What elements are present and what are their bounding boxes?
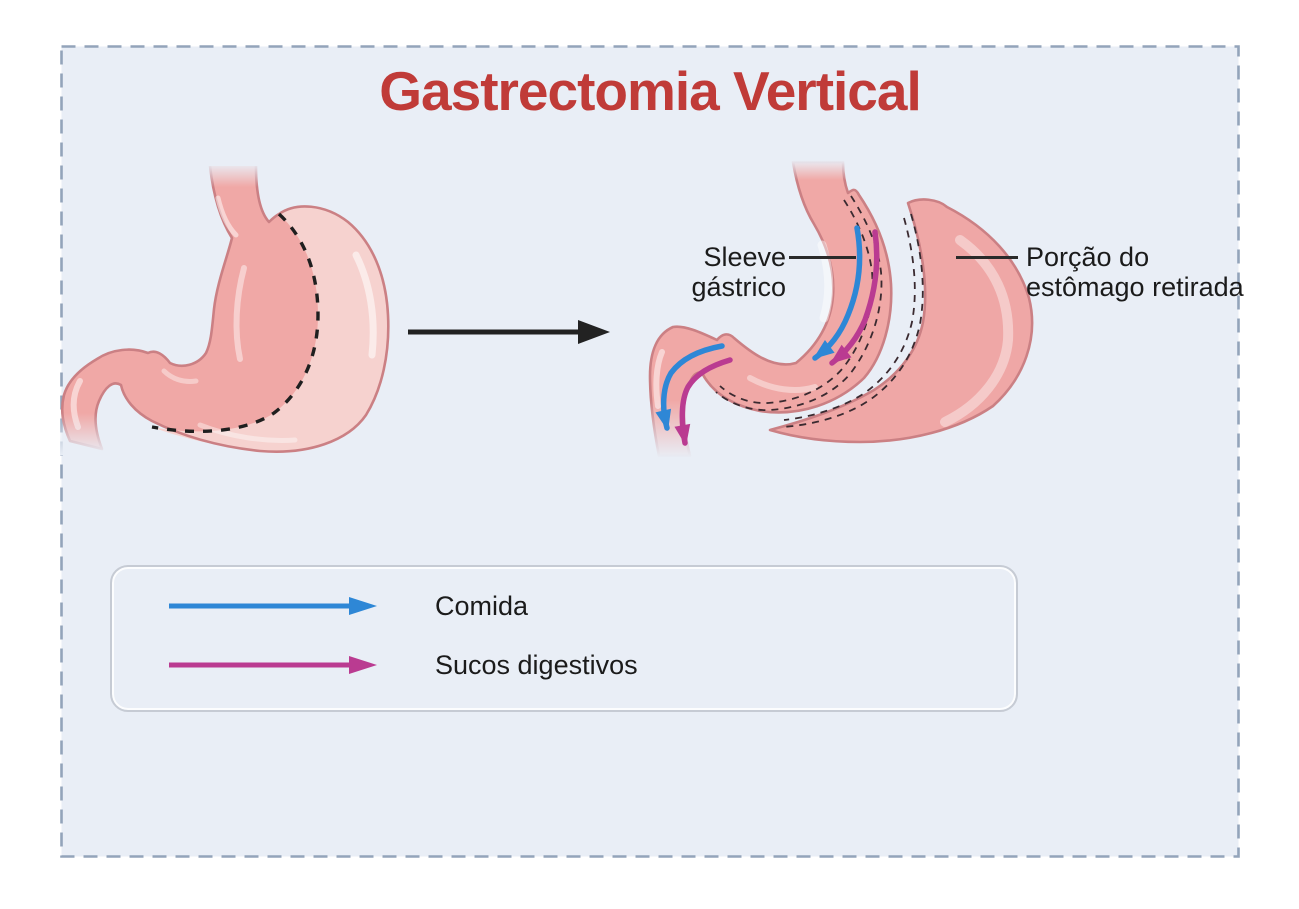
food-arrow-head <box>349 597 377 615</box>
legend-item-juices: Sucos digestivos <box>165 650 638 680</box>
legend-box: Comida Sucos digestivos <box>110 565 1018 712</box>
legend-label-food: Comida <box>435 590 529 621</box>
food-flow-arrow-sleeve <box>812 225 863 361</box>
diagram-panel: Gastrectomia Vertical <box>60 45 1244 858</box>
transition-arrow-icon <box>408 320 610 344</box>
legend-label-juices: Sucos digestivos <box>435 649 638 680</box>
food-flow-arrow-duodenum <box>655 343 725 431</box>
sleeve-esophagus-fade <box>782 160 856 180</box>
removed-crescent-shape <box>768 198 1034 444</box>
stomach-removed-portion-shape <box>152 206 389 452</box>
sleeve-label: Sleeve gástrico <box>691 242 786 303</box>
removed-portion-pointer-line <box>956 256 1018 259</box>
juice-flow-arrow-sleeve <box>829 229 880 366</box>
page-title: Gastrectomia Vertical <box>379 60 922 122</box>
stomach-highlights <box>70 195 377 443</box>
stomach-outline <box>60 165 390 453</box>
duodenum-fade <box>60 413 118 455</box>
juice-arrow-head <box>349 656 377 674</box>
juice-flow-arrow-duodenum <box>674 357 733 446</box>
full-stomach-illustration <box>60 163 390 455</box>
esophagus-fade <box>196 163 270 187</box>
resection-dashed-line <box>151 212 320 434</box>
juice-arrow-icon <box>169 656 377 674</box>
sleeve-pointer-line <box>789 256 856 259</box>
removed-portion-label: Porção do estômago retirada <box>1026 242 1244 303</box>
legend-item-food: Comida <box>165 591 528 621</box>
transition-arrow-head <box>578 320 610 344</box>
food-arrow-icon <box>169 597 377 615</box>
sleeve-result-illustration <box>640 160 1034 458</box>
crescent-staple-line <box>781 213 924 428</box>
